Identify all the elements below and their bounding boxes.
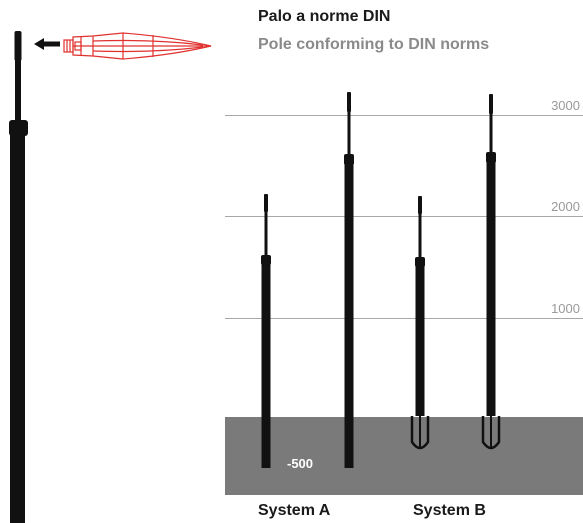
tick-label-1000: 1000: [551, 301, 580, 316]
luminaire-icon: [63, 32, 212, 60]
reference-pole-lower-section: [10, 132, 25, 523]
reference-pole-upper-section: [15, 55, 21, 130]
system-a-pole-short: [261, 194, 271, 468]
gridline-2000: [225, 216, 583, 217]
system-a-label: System A: [258, 502, 331, 519]
reference-pole-top-cap: [14, 31, 22, 61]
title-english: Pole conforming to DIN norms: [258, 36, 490, 53]
gridline-3000: [225, 115, 583, 116]
tick-label-3000: 3000: [551, 98, 580, 113]
arrow-left-icon: [34, 38, 60, 50]
ground-area: [225, 417, 583, 495]
system-b-label: System B: [413, 502, 486, 519]
title-italian: Palo a norme DIN: [258, 8, 391, 25]
system-b-pole-short: [410, 196, 430, 450]
gridline-1000: [225, 318, 583, 319]
ground-depth-label: -500: [287, 456, 314, 471]
tick-label-2000: 2000: [551, 199, 580, 214]
system-a-pole-tall: [344, 92, 354, 468]
reference-pole: [9, 31, 28, 523]
system-b-pole-tall: [481, 94, 501, 450]
